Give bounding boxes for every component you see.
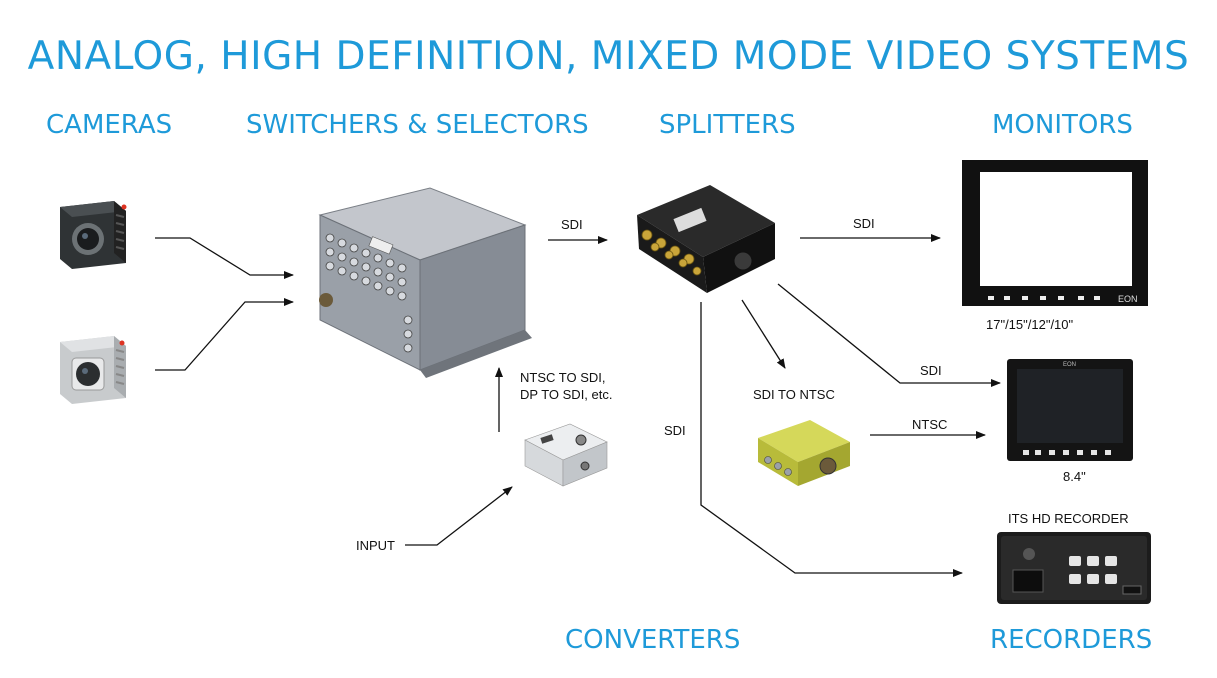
label-sdi-large-monitor: SDI — [853, 216, 875, 231]
label-input: INPUT — [356, 538, 395, 553]
label-recorder-name: ITS HD RECORDER — [1008, 511, 1129, 526]
page-title: ANALOG, HIGH DEFINITION, MIXED MODE VIDE… — [27, 34, 1190, 79]
large-monitor-image: EON — [962, 160, 1148, 306]
camera1-to-switcher-arrow — [155, 237, 294, 279]
video-splitter-image — [637, 185, 775, 293]
label-small-monitor-size: 8.4" — [1063, 469, 1086, 484]
label-sdi-switch-splitter: SDI — [561, 217, 583, 232]
small-monitor-brand: EON — [1063, 362, 1076, 368]
camera2-to-switcher-arrow — [155, 298, 294, 371]
label-sdi-small-monitor: SDI — [920, 363, 942, 378]
label-monitor-sizes: 17"/15"/12"/10" — [986, 317, 1074, 332]
ntsc-to-sdi-converter-image — [524, 423, 608, 487]
category-recorders: RECORDERS — [990, 625, 1153, 655]
splitter-to-recorder-arrow — [700, 302, 963, 577]
hd-recorder-image — [997, 532, 1151, 604]
category-converters: CONVERTERS — [565, 625, 741, 655]
category-monitors: MONITORS — [992, 110, 1133, 140]
label-ntsc: NTSC — [912, 417, 948, 432]
category-cameras: CAMERAS — [46, 110, 173, 140]
splitter-to-small-monitor-arrow — [777, 283, 1001, 387]
splitter-to-converter-arrow — [741, 299, 786, 369]
input-to-converter-arrow — [405, 486, 513, 546]
small-monitor-image: EON — [1007, 359, 1133, 461]
label-ntsc-to-sdi: NTSC TO SDI, — [520, 370, 606, 385]
large-monitor-brand: EON — [1118, 294, 1138, 304]
category-splitters: SPLITTERS — [659, 110, 796, 140]
video-switcher-image — [318, 187, 532, 378]
silver-camera-image — [60, 336, 126, 404]
label-sdi-recorder: SDI — [664, 423, 686, 438]
label-dp-to-sdi: DP TO SDI, etc. — [520, 387, 613, 402]
category-switchers: SWITCHERS & SELECTORS — [246, 110, 589, 140]
dark-camera-image — [60, 201, 127, 269]
label-sdi-to-ntsc: SDI TO NTSC — [753, 387, 835, 402]
sdi-to-ntsc-converter-image — [758, 420, 850, 486]
